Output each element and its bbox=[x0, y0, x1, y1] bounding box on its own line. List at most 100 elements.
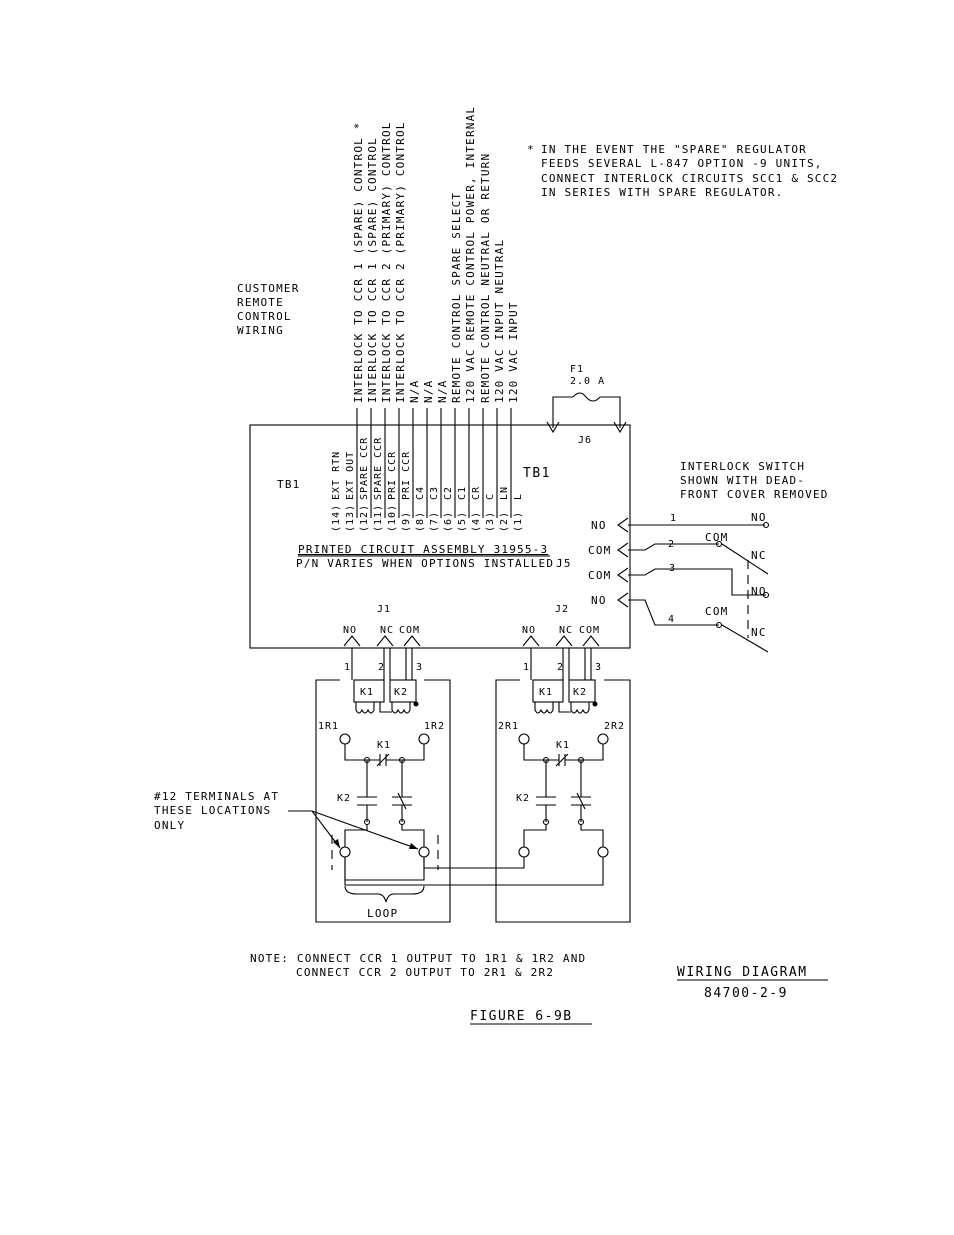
switch-contact bbox=[762, 591, 770, 599]
fuse-rating: 2.0 A bbox=[570, 376, 605, 387]
terminal-label: EXT RTN bbox=[331, 451, 342, 500]
relay-module-1: K1 K2 1R1 1R2 K1 K2 bbox=[315, 648, 451, 923]
j5-pin: COM bbox=[588, 569, 611, 582]
terminal-12 bbox=[518, 846, 530, 858]
j2-arrows bbox=[522, 635, 600, 647]
terminals-note: #12 TERMINALS AT THESE LOCATIONS ONLY bbox=[154, 790, 419, 850]
switch-wire bbox=[628, 524, 766, 626]
relay-node bbox=[413, 701, 419, 707]
conn-pin-label: NO bbox=[343, 625, 357, 636]
fuse-f1: F1 2.0 A J6 bbox=[546, 364, 627, 446]
terminal-number: (11) bbox=[373, 504, 384, 532]
terminal-label: PRI CCR bbox=[387, 451, 398, 500]
interlock-switch: 1 2 3 4 NO COM NC NO COM NC bbox=[628, 511, 770, 653]
relay-k1-label: K1 bbox=[539, 687, 553, 698]
module-outline bbox=[315, 679, 451, 923]
k2-contacts bbox=[536, 760, 591, 822]
customer-wiring-line: WIRING bbox=[237, 324, 284, 337]
spare-note-line: IN THE EVENT THE "SPARE" REGULATOR bbox=[541, 143, 807, 156]
relay-module-2: K1 K2 2R1 2R2 K1 K2 bbox=[495, 648, 631, 923]
terminal-1r1-label: 1R1 bbox=[318, 721, 339, 732]
interlock-note-line: INTERLOCK SWITCH bbox=[680, 460, 805, 473]
relay-k2-label: K2 bbox=[573, 687, 587, 698]
pn-label: P/N VARIES WHEN OPTIONS INSTALLED bbox=[296, 557, 554, 570]
loop-brace bbox=[344, 885, 425, 903]
j6-label: J6 bbox=[578, 435, 592, 446]
k1-contact bbox=[344, 744, 425, 767]
j5-pin: COM bbox=[588, 544, 611, 557]
switch-contact-label: COM bbox=[705, 605, 728, 618]
conn-pin-label: NC bbox=[559, 625, 573, 636]
terminal-1r1 bbox=[339, 733, 351, 745]
switch-pivot bbox=[715, 540, 723, 548]
terminal-number: (2) bbox=[499, 511, 510, 532]
terminals-note-line: ONLY bbox=[154, 819, 185, 832]
terminals-note-line: THESE LOCATIONS bbox=[154, 804, 271, 817]
terminal-1r2 bbox=[418, 733, 430, 745]
remote-wire-label: N/A bbox=[408, 380, 421, 403]
conn-pin-number: 1 bbox=[344, 662, 351, 673]
terminal-number: (13) bbox=[345, 504, 356, 532]
remote-wire-label: N/A bbox=[436, 380, 449, 403]
relay-coil bbox=[534, 702, 596, 714]
conn-pin-number: 2 bbox=[378, 662, 385, 673]
terminal-2r1-label: 2R1 bbox=[498, 721, 519, 732]
remote-wire-label: INTERLOCK TO CCR 2 (PRIMARY) CONTROL bbox=[380, 121, 393, 403]
terminal-number: (7) bbox=[429, 511, 440, 532]
relay-k1-box bbox=[353, 679, 385, 703]
spare-note-line: IN SERIES WITH SPARE REGULATOR. bbox=[541, 186, 784, 199]
leader-arrow bbox=[333, 839, 418, 849]
terminal-number: (1) bbox=[513, 511, 524, 532]
contact-k1-label: K1 bbox=[556, 740, 570, 751]
note-line-2: CONNECT CCR 2 OUTPUT TO 2R1 & 2R2 bbox=[296, 966, 554, 979]
note-asterisk: * bbox=[527, 143, 535, 156]
j2-label: J2 bbox=[555, 604, 569, 615]
terminal-wires bbox=[523, 824, 604, 847]
k2-contacts bbox=[357, 760, 412, 822]
customer-wiring-line: REMOTE bbox=[237, 296, 284, 309]
relay-coil bbox=[355, 702, 417, 714]
interlock-note: INTERLOCK SWITCH SHOWN WITH DEAD- FRONT … bbox=[680, 460, 827, 501]
fuse-name: F1 bbox=[570, 364, 584, 375]
contact-k2-label: K2 bbox=[516, 793, 530, 804]
terminal-label: PRI CCR bbox=[401, 451, 412, 500]
remote-wire-label: INTERLOCK TO CCR 1 (SPARE) CONTROL bbox=[366, 137, 379, 403]
customer-wiring-label: CUSTOMER REMOTE CONTROL WIRING bbox=[237, 282, 300, 337]
switch-wire-number: 2 bbox=[668, 539, 675, 550]
remote-wire-labels: INTERLOCK TO CCR 1 (SPARE) CONTROL * INT… bbox=[352, 106, 520, 403]
switch-contact-label: NO bbox=[751, 585, 767, 598]
relay-wires bbox=[530, 648, 592, 680]
relay-k2-box bbox=[389, 679, 417, 703]
terminal-2r2 bbox=[597, 733, 609, 745]
interlock-note-line: SHOWN WITH DEAD- bbox=[680, 474, 805, 487]
j1-connector: J1 NO NC COM 1 2 3 bbox=[343, 604, 423, 673]
conn-pin-label: NC bbox=[380, 625, 394, 636]
tb1-label-right: TB1 bbox=[523, 466, 551, 481]
loop-wires bbox=[344, 824, 425, 881]
terminal-number: (8) bbox=[415, 511, 426, 532]
switch-wire-number: 4 bbox=[668, 614, 675, 625]
switch-contact bbox=[762, 521, 770, 529]
remote-wire-label: 120 VAC INPUT NEUTRAL bbox=[493, 239, 506, 403]
terminal-number: (3) bbox=[485, 511, 496, 532]
switch-contact-label: NC bbox=[751, 549, 767, 562]
j5-connector: NO COM COM NO bbox=[588, 517, 629, 608]
remote-wire-label: REMOTE CONTROL NEUTRAL OR RETURN bbox=[479, 153, 492, 403]
remote-wires bbox=[356, 408, 512, 518]
terminal-label: SPARE CCR bbox=[373, 437, 384, 500]
j1-label: J1 bbox=[377, 604, 391, 615]
conn-pin-label: COM bbox=[399, 625, 420, 636]
j5-pin-arrows bbox=[617, 517, 629, 608]
contact-k1-label: K1 bbox=[377, 740, 391, 751]
terminal-label: C bbox=[485, 493, 496, 500]
k1-contact bbox=[523, 744, 604, 767]
fuse-arrow bbox=[546, 421, 627, 434]
customer-wiring-line: CUSTOMER bbox=[237, 282, 300, 295]
terminal-label: CR bbox=[471, 486, 482, 500]
relay-k2-box bbox=[568, 679, 596, 703]
terminal-number: (10) bbox=[387, 504, 398, 532]
conn-pin-number: 3 bbox=[416, 662, 423, 673]
terminal-number: (9) bbox=[401, 511, 412, 532]
remote-wire-label: 120 VAC INPUT bbox=[507, 301, 520, 403]
